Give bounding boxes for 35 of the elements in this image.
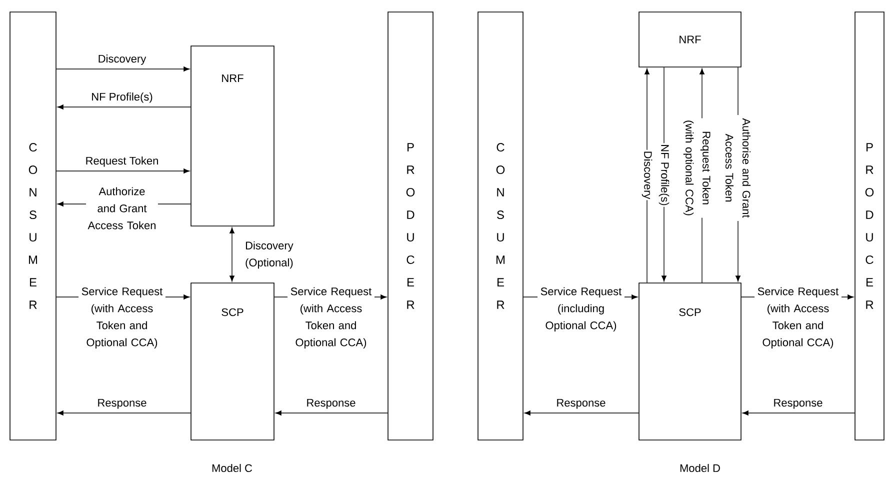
edge-label: Response: [98, 398, 146, 409]
arrow: [230, 227, 234, 282]
edge-label: Discovery: [98, 54, 146, 65]
edge-label: Service Request (with Access Token and Optional CCA): [754, 286, 842, 350]
caption: Model C: [212, 464, 252, 472]
arrow: [56, 168, 190, 174]
arrow: [57, 410, 191, 416]
arrow: [275, 410, 388, 416]
edge-label: Response: [774, 398, 822, 409]
edge-label: Discovery (Optional): [246, 241, 294, 269]
function-box: SCP: [638, 282, 742, 440]
vertical-bar: PRODUCER: [854, 12, 884, 440]
arrow: [742, 410, 855, 416]
vertical-bar: CONSUMER: [478, 12, 524, 440]
arrow: [524, 410, 639, 416]
function-box: SCP: [190, 282, 274, 440]
function-box: NRF: [638, 12, 742, 68]
vertical-bar: CONSUMER: [10, 12, 56, 440]
edge-label: Request Token (with optional CCA): [682, 118, 712, 218]
edge-label: Service Request (with Access Token and Optional CCA): [288, 286, 374, 350]
edge-label: Discovery: [640, 150, 654, 200]
function-box: NRF: [190, 46, 274, 226]
edge-label: Response: [307, 398, 356, 409]
edge-label: Service Request (with Access Token and Optional CCA): [78, 286, 166, 350]
edge-label: Authorise and Grant Access Token: [724, 115, 752, 221]
edge-label: NF Profile(s): [658, 143, 670, 207]
arrow: [56, 66, 190, 72]
arrow: [57, 104, 191, 110]
edge-label: NF Profile(s): [92, 92, 152, 103]
edge-label: Request Token: [86, 156, 158, 167]
edge-label: Authorize and Grant Access Token: [86, 186, 158, 230]
edge-label: Response: [557, 398, 606, 409]
vertical-bar: PRODUCER: [388, 12, 434, 440]
caption: Model D: [680, 464, 720, 472]
edge-label: Service Request (including Optional CCA): [538, 286, 624, 332]
